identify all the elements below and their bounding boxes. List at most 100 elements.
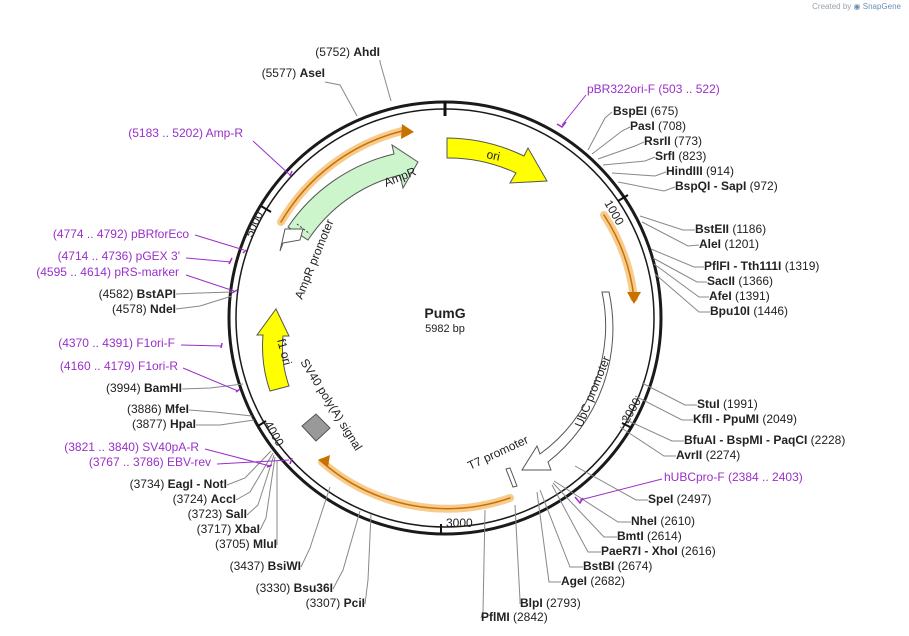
site-label-asei: (5577) AseI: [262, 66, 325, 80]
site-label-pflmi: PflMI (2842): [481, 610, 548, 624]
ori-feature-label: ori: [485, 147, 501, 163]
site-position: (1319): [781, 259, 819, 273]
primer-label-hubcpro-f: hUBCpro-F (2384 .. 2403): [664, 470, 803, 484]
primer-range: (4595 .. 4614): [36, 265, 114, 279]
site-position: (1201): [721, 237, 759, 251]
primer-name: pBRforEco: [131, 227, 189, 241]
site-name: BamHI: [144, 381, 182, 395]
site-leader-bsteii: [639, 215, 695, 231]
site-leader-nhei: [553, 480, 631, 523]
site-name: BstEII: [695, 222, 729, 236]
site-leader-spei: [574, 465, 648, 501]
orf-arrow-ampr: [401, 124, 414, 139]
site-leader-hpai: [196, 419, 255, 426]
site-leader-eagi-noti: [226, 450, 272, 486]
site-position: (972): [746, 179, 777, 193]
site-position: (2228): [807, 433, 845, 447]
primer-mark-ebv-rev: [289, 457, 293, 465]
primer-label-pbrforeco: (4774 .. 4792) pBRforEco: [53, 227, 189, 241]
primer-leader-pbr322ori-f: [561, 94, 587, 126]
site-position: (3330): [256, 581, 294, 595]
primer-name: SV40pA-R: [142, 440, 199, 454]
site-position: (1991): [720, 397, 758, 411]
site-position: (1186): [729, 222, 766, 236]
primer-label-f1ori-f: (4370 .. 4391) F1ori-F: [58, 336, 175, 350]
site-position: (5752): [315, 45, 353, 59]
site-name: BfuAI - BspMI - PaqCI: [684, 433, 807, 447]
primer-mark-pbr322ori-f: [556, 121, 567, 128]
site-leader-pflfi-tth111i: [650, 248, 704, 268]
site-name: PciI: [344, 596, 365, 610]
site-name: AseI: [300, 66, 325, 80]
primer-leader-f1ori-f: [180, 344, 223, 347]
orf-arc-right: [600, 211, 638, 302]
site-position: (1446): [750, 304, 788, 318]
ampr-feature-arrow: [287, 143, 419, 241]
site-label-bpu10i: Bpu10I (1446): [710, 304, 788, 318]
site-leader-bstbi: [539, 489, 583, 568]
site-label-eagi-noti: (3734) EagI - NotI: [130, 477, 227, 491]
site-name: SrfI: [655, 149, 675, 163]
site-leader-bmti: [552, 482, 617, 538]
site-label-alei: AleI (1201): [699, 237, 759, 251]
primer-name: F1ori-F: [136, 336, 175, 350]
site-position: (4582): [99, 287, 137, 301]
plasmid-length: 5982 bp: [425, 323, 465, 335]
site-name: AfeI: [709, 289, 732, 303]
site-label-bspei: BspEI (675): [613, 104, 678, 118]
site-position: (675): [647, 104, 678, 118]
primer-name: Amp-R: [206, 126, 244, 140]
site-label-avrii: AvrII (2274): [676, 448, 740, 462]
site-position: (1391): [732, 289, 770, 303]
site-position: (914): [703, 164, 734, 178]
site-name: SpeI: [648, 492, 673, 506]
site-name: SacII: [707, 274, 735, 288]
site-name: BspQI - SapI: [675, 179, 746, 193]
orf-arrow-right: [627, 292, 641, 304]
site-label-bmti: BmtI (2614): [617, 529, 682, 543]
snapgene-credit: Created by ◉ SnapGene: [812, 2, 901, 11]
site-name: AvrII: [676, 448, 702, 462]
site-leader-kfli-ppumi: [634, 395, 693, 421]
ubc-promoter-arrow: [521, 291, 614, 471]
site-name: HpaI: [170, 417, 196, 431]
site-name: PflMI: [481, 610, 510, 624]
site-name: BstAPI: [137, 287, 176, 301]
site-label-blpi: BlpI (2793): [520, 596, 581, 610]
primer-label-sv40pa-r: (3821 .. 3840) SV40pA-R: [64, 440, 199, 454]
tick-label-4000: 4000: [261, 419, 287, 449]
primer-label-prs-marker: (4595 .. 4614) pRS-marker: [36, 265, 179, 279]
primer-label-f1ori-r: (4160 .. 4179) F1ori-R: [60, 359, 178, 373]
primer-leader-sv40pa-r: [204, 448, 271, 467]
site-name: BspEI: [613, 104, 647, 118]
site-position: (3724): [173, 492, 211, 506]
primer-range: (4774 .. 4792): [53, 227, 131, 241]
site-name: HindIII: [666, 164, 703, 178]
site-position: (3437): [230, 559, 268, 573]
site-position: (3705): [215, 537, 253, 551]
site-name: BsiWI: [268, 559, 301, 573]
site-label-bspqi-sapi: BspQI - SapI (972): [675, 179, 778, 193]
primer-range: (3821 .. 3840): [64, 440, 142, 454]
site-leader-bspei: [587, 111, 613, 151]
site-label-spei: SpeI (2497): [648, 492, 711, 506]
site-label-pasi: PasI (708): [630, 119, 686, 133]
site-name: MluI: [253, 537, 277, 551]
site-label-paer7i-xhoi: PaeR7I - XhoI (2616): [601, 544, 716, 558]
orf-arc-bottom: [318, 458, 514, 513]
site-label-hindiii: HindIII (914): [666, 164, 734, 178]
site-leader-ndei: [175, 295, 233, 310]
snapgene-logo-icon: ◉: [853, 2, 861, 11]
site-label-sali: (3723) SalI: [188, 507, 247, 521]
primer-leader-pgex-3: [185, 257, 232, 263]
site-position: (3717): [197, 522, 235, 536]
site-position: (2614): [644, 529, 682, 543]
site-leader-ahdi: [379, 60, 392, 102]
site-leader-bsu36i: [332, 510, 361, 590]
primer-name: pBR322ori-F: [587, 82, 658, 96]
primer-name: hUBCpro-F: [664, 470, 728, 484]
site-label-bfuai-bspmi-paqci: BfuAI - BspMI - PaqCI (2228): [684, 433, 845, 447]
primer-range: (503 .. 522): [658, 82, 719, 96]
site-name: Bpu10I: [710, 304, 750, 318]
site-leader-blpi: [514, 504, 521, 604]
